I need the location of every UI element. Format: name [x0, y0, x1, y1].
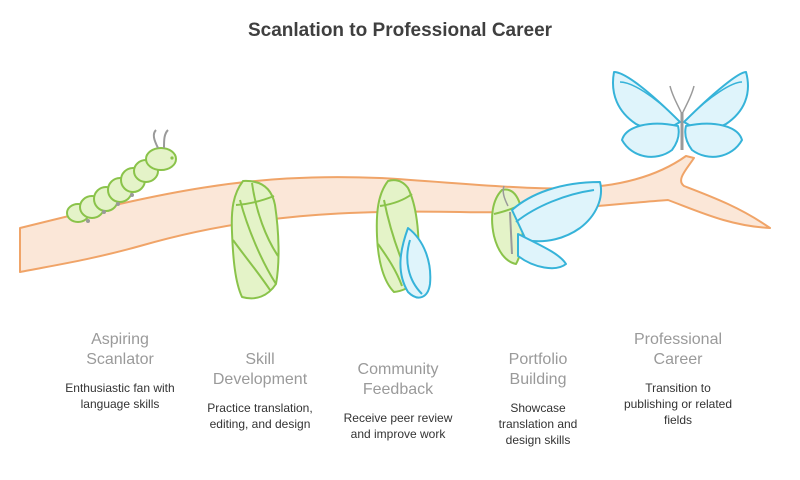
stage-community-feedback: Community Feedback Receive peer review a… — [328, 360, 468, 442]
butterfly-icon — [612, 71, 749, 158]
stage-aspiring-scanlator: Aspiring Scanlator Enthusiastic fan with… — [50, 330, 190, 412]
stage-description: Transition to publishing or related fiel… — [623, 381, 733, 427]
cocoon-icon — [230, 179, 280, 300]
stage-description: Practice translation, editing, and desig… — [207, 401, 313, 431]
stage-description: Enthusiastic fan with language skills — [65, 381, 175, 411]
stage-portfolio-building: Portfolio Building Showcase translation … — [468, 350, 608, 448]
diagram-title: Scanlation to Professional Career — [247, 20, 553, 41]
stage-description: Receive peer review and improve work — [343, 411, 453, 441]
stage-name: Skill Development — [212, 351, 308, 388]
stage-skill-development: Skill Development Practice translation, … — [190, 350, 330, 432]
emerging-butterfly-icon — [491, 181, 602, 270]
stage-name: Aspiring Scanlator — [86, 331, 154, 368]
stage-name: Professional Career — [633, 331, 723, 368]
stage-professional-career: Professional Career Transition to publis… — [608, 330, 748, 428]
stage-description: Showcase translation and design skills — [498, 401, 578, 447]
caterpillar-icon — [66, 129, 177, 223]
opening-cocoon-icon — [375, 179, 432, 299]
stage-name: Portfolio Building — [508, 351, 568, 388]
stage-name: Community Feedback — [357, 361, 439, 398]
